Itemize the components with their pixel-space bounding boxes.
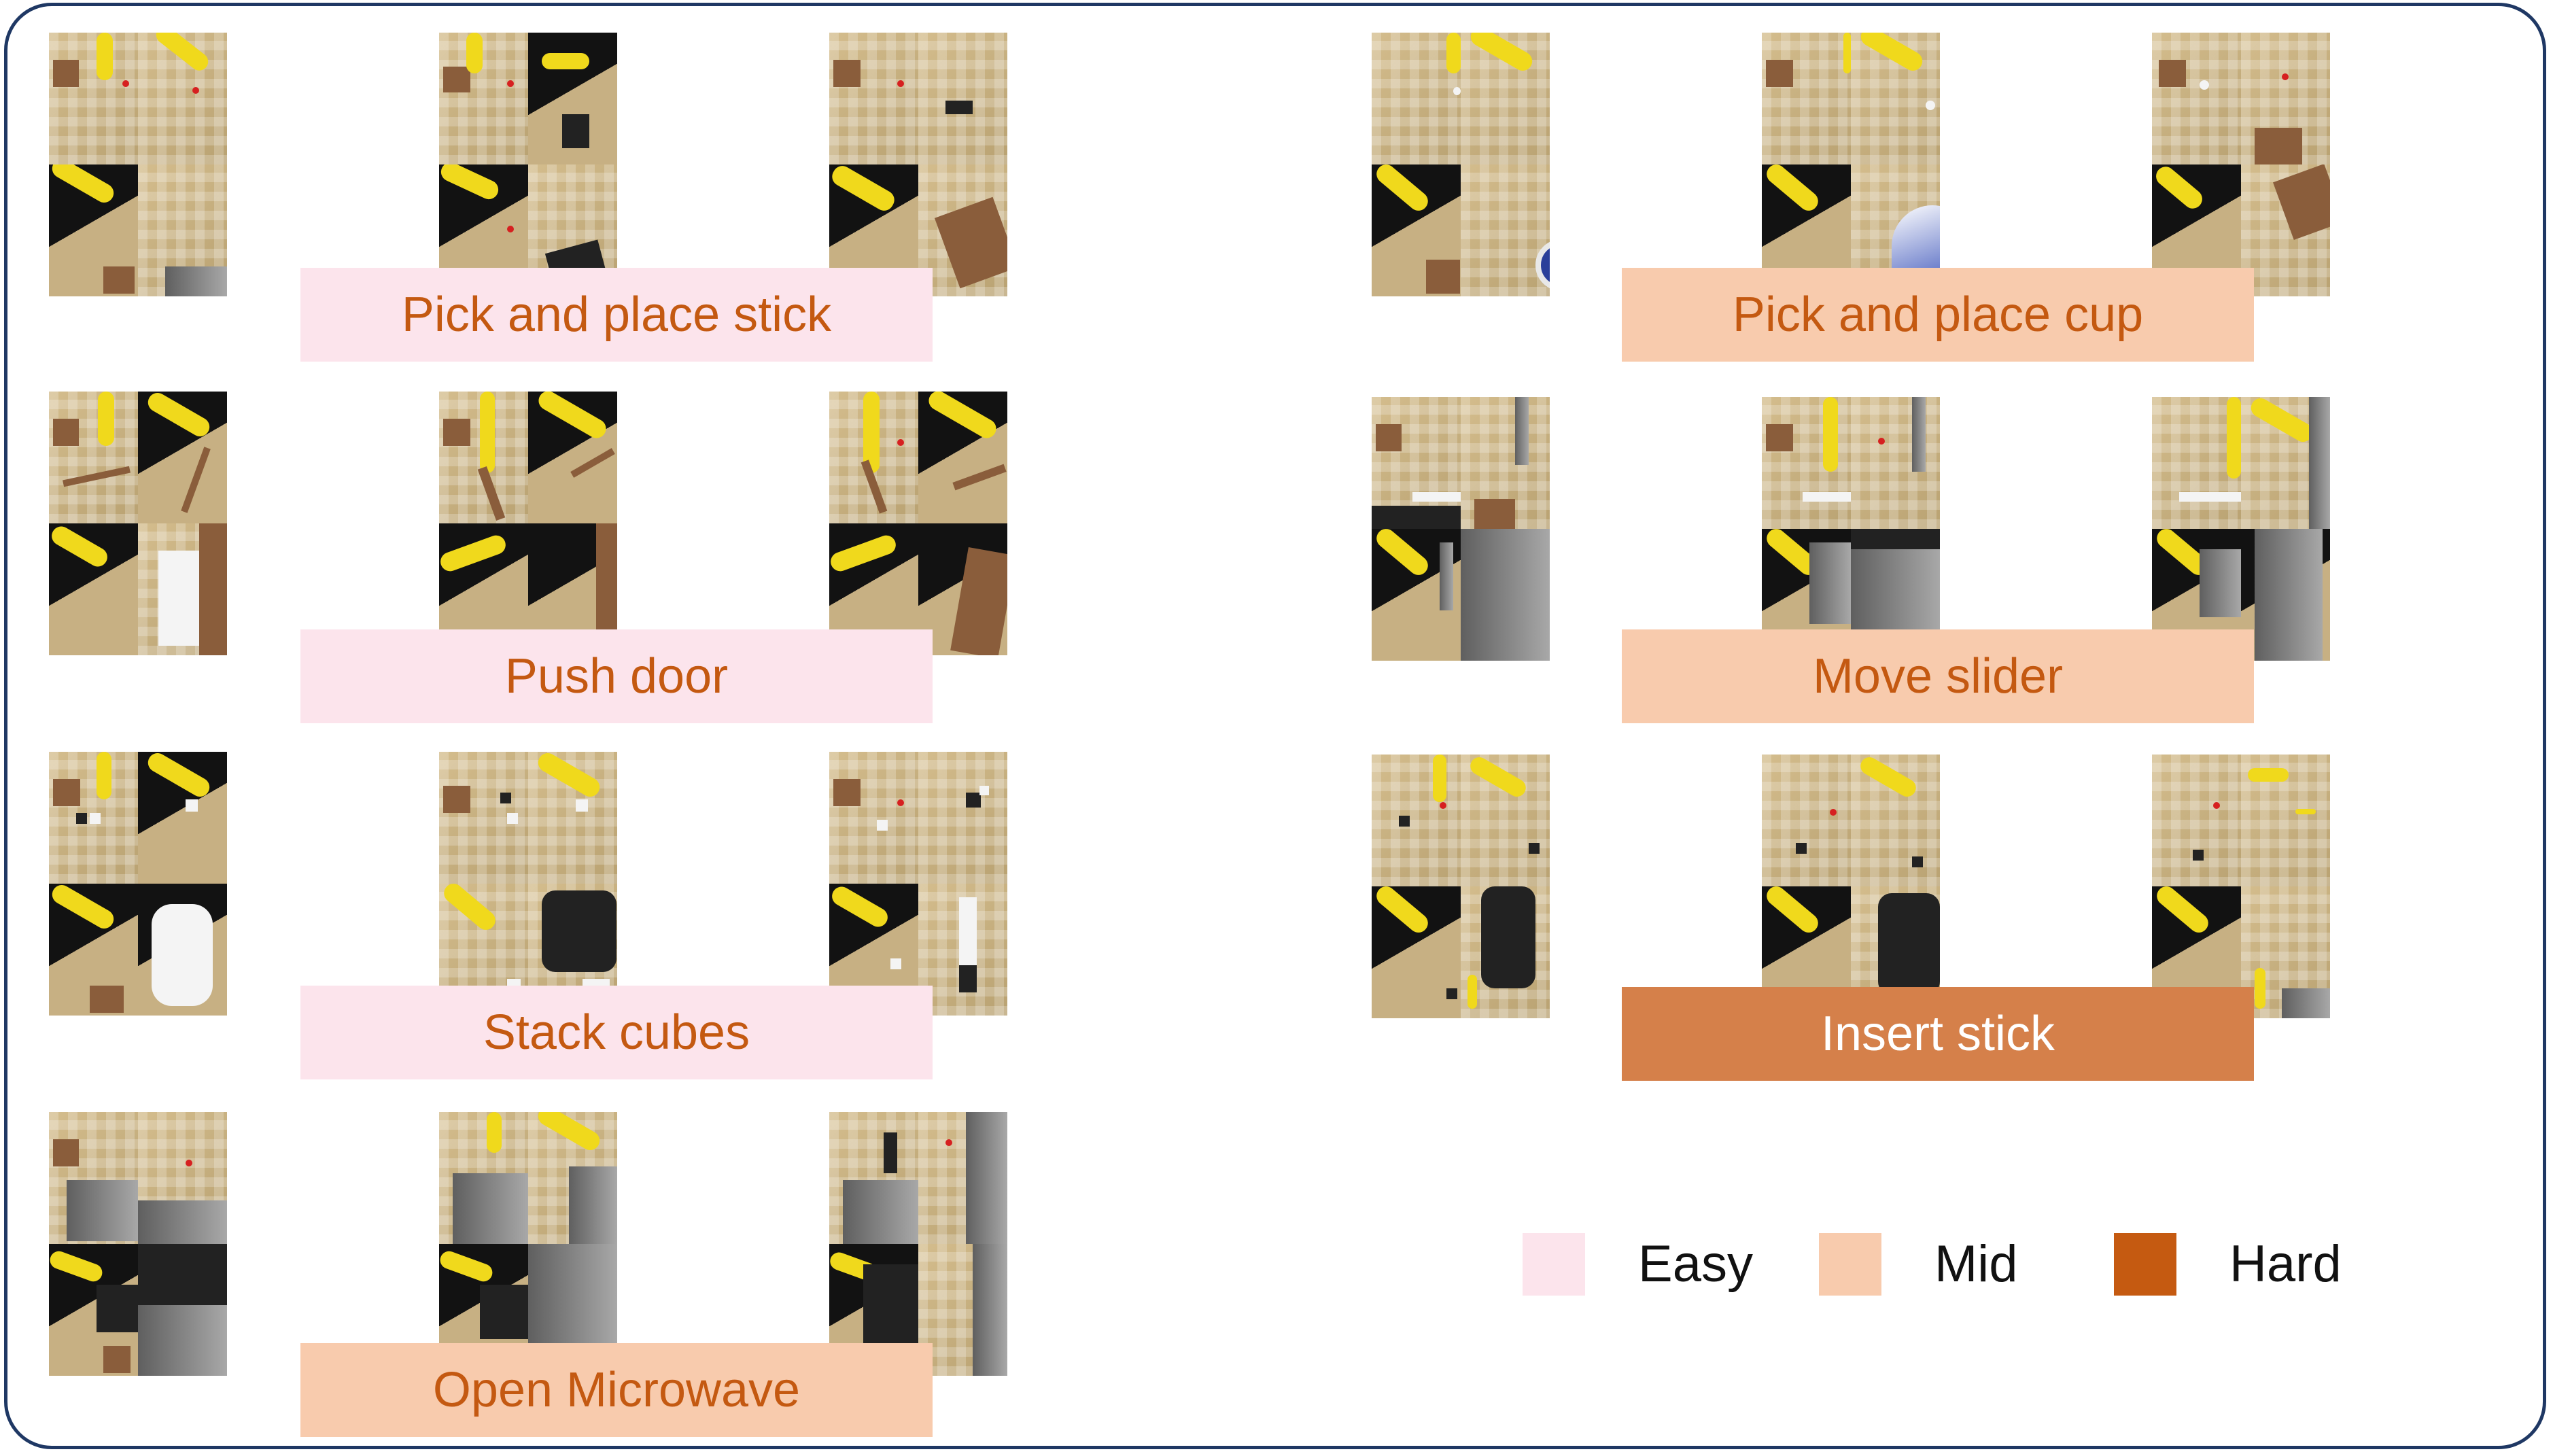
camera-view-group	[1762, 755, 1940, 1018]
camera-view-wrist	[2241, 164, 2330, 296]
camera-view-wrist	[2241, 529, 2330, 661]
camera-view-wrist	[918, 1244, 1007, 1376]
camera-view-side	[1461, 755, 1550, 886]
camera-view-top	[439, 1112, 528, 1244]
task-label-open-microwave: Open Microwave	[300, 1343, 933, 1437]
camera-view-group	[49, 392, 227, 655]
camera-view-group	[1372, 397, 1550, 661]
camera-view-side	[918, 752, 1007, 884]
camera-view-side	[1851, 397, 1940, 529]
camera-view-group	[1762, 33, 1940, 296]
camera-view-side	[528, 392, 617, 523]
camera-view-front	[1372, 164, 1461, 296]
camera-view-top	[1762, 755, 1851, 886]
camera-view-group	[439, 752, 617, 1016]
camera-view-side	[1851, 755, 1940, 886]
camera-view-side	[1851, 33, 1940, 164]
camera-view-wrist	[138, 884, 227, 1016]
task-label-pick-place-cup: Pick and place cup	[1622, 268, 2254, 362]
camera-view-group	[439, 392, 617, 655]
camera-view-side	[918, 392, 1007, 523]
camera-view-top	[1762, 33, 1851, 164]
figure-frame	[4, 3, 2546, 1449]
camera-view-group	[1372, 33, 1550, 296]
legend-swatch-easy	[1523, 1233, 1585, 1296]
camera-view-side	[2241, 33, 2330, 164]
camera-view-group	[1372, 755, 1550, 1018]
legend-swatch-hard	[2114, 1233, 2176, 1296]
camera-view-side	[918, 33, 1007, 164]
camera-view-top	[829, 392, 918, 523]
camera-view-wrist	[918, 884, 1007, 1016]
camera-view-wrist	[918, 164, 1007, 296]
camera-view-side	[2241, 397, 2330, 529]
camera-view-top	[2152, 397, 2241, 529]
camera-view-top	[1762, 397, 1851, 529]
camera-view-group	[829, 392, 1007, 655]
camera-view-wrist	[1461, 529, 1550, 661]
camera-view-group	[439, 1112, 617, 1376]
camera-view-front	[49, 523, 138, 655]
task-label-move-slider: Move slider	[1622, 629, 2254, 723]
camera-view-group	[829, 752, 1007, 1016]
legend-label-easy: Easy	[1638, 1235, 1753, 1293]
camera-view-wrist	[138, 523, 227, 655]
camera-view-top	[2152, 755, 2241, 886]
camera-view-front	[49, 884, 138, 1016]
camera-view-wrist	[138, 164, 227, 296]
legend-label-mid: Mid	[1934, 1235, 2018, 1293]
legend-label-hard: Hard	[2229, 1235, 2342, 1293]
camera-view-top	[49, 752, 138, 884]
camera-view-side	[528, 33, 617, 164]
camera-view-wrist	[1461, 886, 1550, 1018]
camera-view-wrist	[1461, 164, 1550, 296]
camera-view-top	[439, 33, 528, 164]
legend-swatch-mid	[1819, 1233, 1881, 1296]
camera-view-wrist	[2241, 886, 2330, 1018]
camera-view-side	[918, 1112, 1007, 1244]
camera-view-top	[829, 33, 918, 164]
camera-view-top	[1372, 33, 1461, 164]
camera-view-group	[2152, 755, 2330, 1018]
camera-view-front	[49, 1244, 138, 1376]
camera-view-top	[2152, 33, 2241, 164]
camera-view-front	[1372, 529, 1461, 661]
camera-view-side	[138, 33, 227, 164]
task-label-insert-stick: Insert stick	[1622, 987, 2254, 1081]
camera-view-group	[2152, 397, 2330, 661]
task-label-pick-place-stick: Pick and place stick	[300, 268, 933, 362]
camera-view-group	[49, 33, 227, 296]
camera-view-group	[49, 1112, 227, 1376]
camera-view-side	[528, 1112, 617, 1244]
task-label-push-door: Push door	[300, 629, 933, 723]
camera-view-side	[2241, 755, 2330, 886]
camera-view-group	[49, 752, 227, 1016]
camera-view-top	[49, 1112, 138, 1244]
camera-view-front	[1372, 886, 1461, 1018]
camera-view-top	[49, 33, 138, 164]
camera-view-group	[829, 1112, 1007, 1376]
camera-view-group	[829, 33, 1007, 296]
camera-view-group	[2152, 33, 2330, 296]
camera-view-wrist	[138, 1244, 227, 1376]
camera-view-front	[49, 164, 138, 296]
camera-view-group	[1762, 397, 1940, 661]
camera-view-side	[138, 392, 227, 523]
camera-view-side	[138, 752, 227, 884]
camera-view-group	[439, 33, 617, 296]
camera-view-side	[1461, 397, 1550, 529]
camera-view-top	[829, 1112, 918, 1244]
camera-view-wrist	[918, 523, 1007, 655]
camera-view-side	[138, 1112, 227, 1244]
camera-view-side	[528, 752, 617, 884]
camera-view-top	[1372, 397, 1461, 529]
camera-view-top	[439, 752, 528, 884]
task-label-stack-cubes: Stack cubes	[300, 986, 933, 1079]
camera-view-side	[1461, 33, 1550, 164]
camera-view-top	[829, 752, 918, 884]
camera-view-top	[49, 392, 138, 523]
camera-view-top	[439, 392, 528, 523]
camera-view-top	[1372, 755, 1461, 886]
